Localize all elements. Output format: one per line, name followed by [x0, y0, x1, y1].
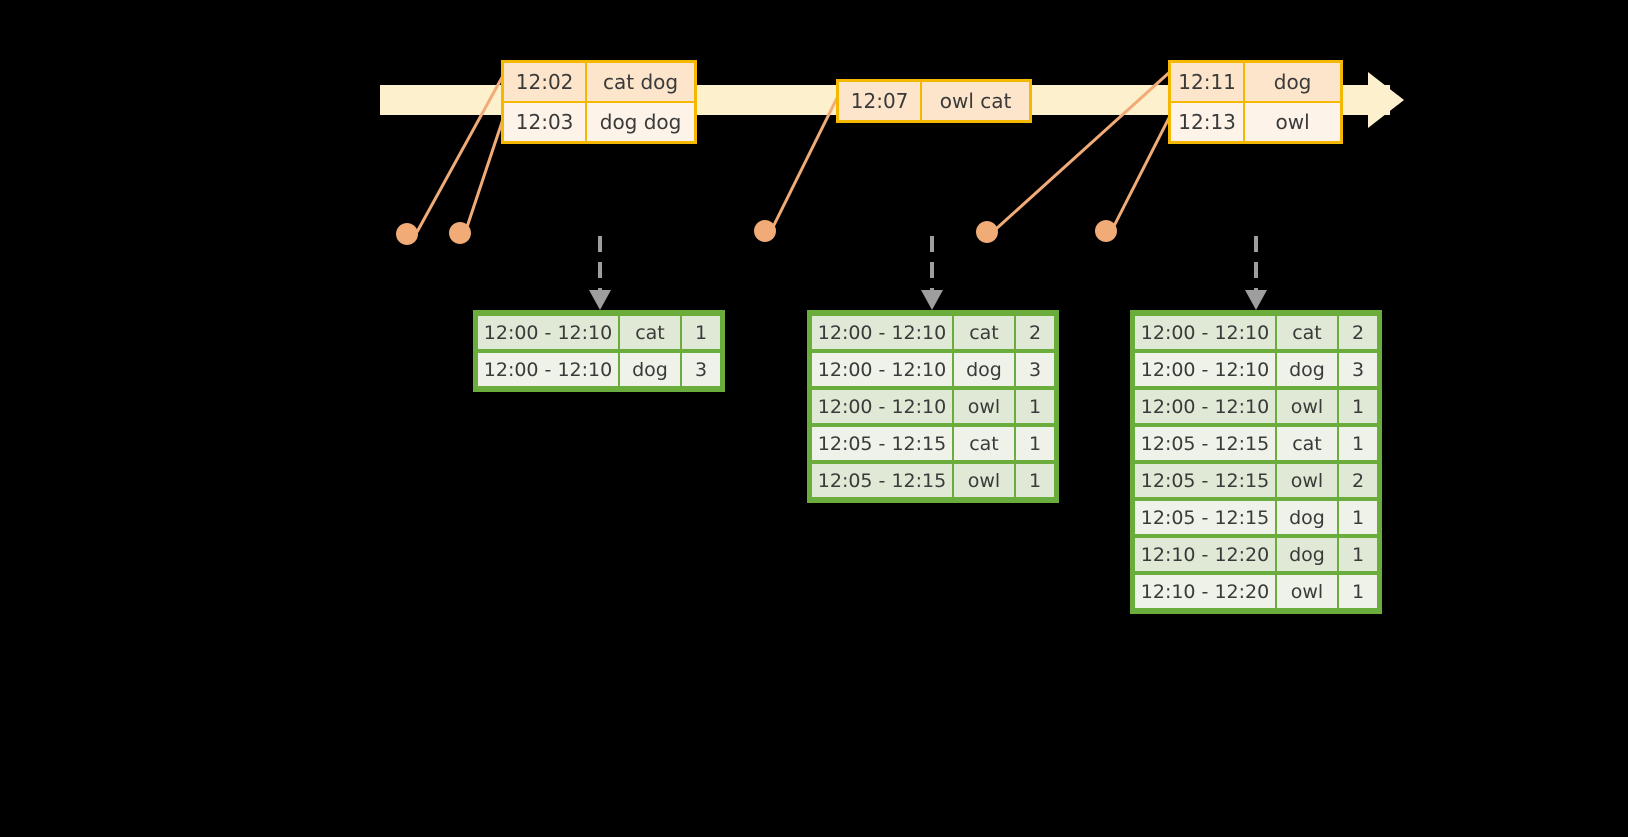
event-row: 12:13 owl	[1171, 101, 1340, 141]
count-cell: 2	[1339, 464, 1377, 497]
event-value: owl cat	[922, 82, 1029, 120]
timeline-arrow-head-icon	[1368, 72, 1404, 128]
event-row: 12:03 dog dog	[504, 101, 694, 141]
event-box-group-a: 12:02 cat dog 12:03 dog dog	[501, 60, 697, 144]
connector-dot-2	[449, 222, 471, 244]
key-cell: owl	[954, 390, 1014, 423]
connector-dot-4	[976, 221, 998, 243]
key-cell: owl	[1277, 575, 1337, 608]
window-cell: 12:05 - 12:15	[1135, 501, 1275, 534]
connector-line-2	[464, 112, 507, 231]
window-cell: 12:10 - 12:20	[1135, 538, 1275, 571]
key-cell: owl	[1277, 390, 1337, 423]
count-cell: 3	[682, 353, 720, 386]
window-cell: 12:00 - 12:10	[1135, 390, 1275, 423]
event-value: dog dog	[587, 103, 694, 141]
event-row: 12:11 dog	[1171, 63, 1340, 101]
window-cell: 12:00 - 12:10	[478, 353, 618, 386]
window-cell: 12:05 - 12:15	[1135, 464, 1275, 497]
event-time: 12:03	[504, 103, 588, 141]
dashed-arrow-head-3	[1245, 290, 1267, 310]
count-cell: 1	[1016, 390, 1054, 423]
event-box-group-b: 12:07 owl cat	[836, 79, 1032, 123]
count-cell: 1	[1016, 464, 1054, 497]
window-cell: 12:00 - 12:10	[478, 316, 618, 349]
connector-line-5	[1111, 111, 1174, 229]
key-cell: cat	[1277, 427, 1337, 460]
count-cell: 1	[682, 316, 720, 349]
count-cell: 1	[1339, 501, 1377, 534]
window-cell: 12:00 - 12:10	[812, 353, 952, 386]
key-cell: cat	[620, 316, 680, 349]
key-cell: cat	[1277, 316, 1337, 349]
event-row: 12:02 cat dog	[504, 63, 694, 101]
count-cell: 3	[1339, 353, 1377, 386]
key-cell: dog	[1277, 353, 1337, 386]
window-cell: 12:00 - 12:10	[812, 316, 952, 349]
key-cell: dog	[954, 353, 1014, 386]
window-cell: 12:05 - 12:15	[812, 427, 952, 460]
key-cell: cat	[954, 316, 1014, 349]
count-cell: 2	[1016, 316, 1054, 349]
connector-dot-3	[754, 220, 776, 242]
event-value: dog	[1245, 63, 1340, 101]
count-cell: 3	[1016, 353, 1054, 386]
count-cell: 1	[1339, 390, 1377, 423]
window-cell: 12:10 - 12:20	[1135, 575, 1275, 608]
dashed-arrow-head-2	[921, 290, 943, 310]
key-cell: owl	[1277, 464, 1337, 497]
dashed-arrow-head-1	[589, 290, 611, 310]
window-cell: 12:05 - 12:15	[1135, 427, 1275, 460]
key-cell: dog	[620, 353, 680, 386]
window-cell: 12:00 - 12:10	[1135, 353, 1275, 386]
event-time: 12:02	[504, 63, 588, 101]
key-cell: dog	[1277, 501, 1337, 534]
window-cell: 12:00 - 12:10	[1135, 316, 1275, 349]
connector-dot-5	[1095, 220, 1117, 242]
count-cell: 1	[1339, 538, 1377, 571]
window-cell: 12:05 - 12:15	[812, 464, 952, 497]
event-time: 12:13	[1171, 103, 1246, 141]
event-value: owl	[1245, 103, 1340, 141]
key-cell: cat	[954, 427, 1014, 460]
event-time: 12:07	[839, 82, 923, 120]
count-cell: 2	[1339, 316, 1377, 349]
count-cell: 1	[1016, 427, 1054, 460]
event-time: 12:11	[1171, 63, 1246, 101]
connector-dot-1	[396, 223, 418, 245]
event-value: cat dog	[587, 63, 694, 101]
count-cell: 1	[1339, 575, 1377, 608]
key-cell: owl	[954, 464, 1014, 497]
event-box-group-c: 12:11 dog 12:13 owl	[1168, 60, 1343, 144]
event-row: 12:07 owl cat	[839, 82, 1029, 120]
window-cell: 12:00 - 12:10	[812, 390, 952, 423]
key-cell: dog	[1277, 538, 1337, 571]
count-cell: 1	[1339, 427, 1377, 460]
